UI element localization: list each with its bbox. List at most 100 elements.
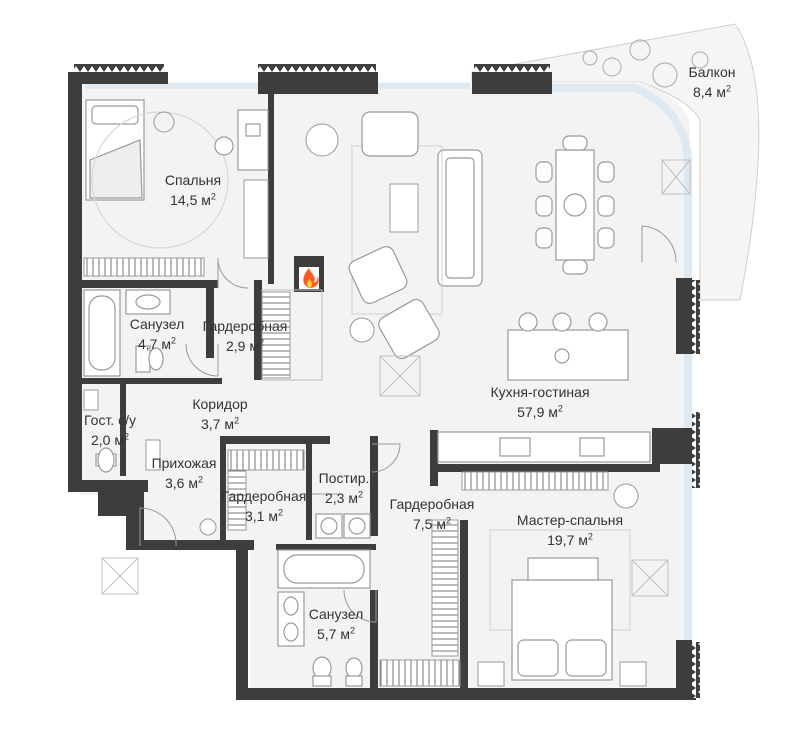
room-area-value: 3,1: [245, 508, 269, 524]
wardrobe-rail: [261, 291, 291, 379]
room-name-corridor: Коридор: [192, 396, 248, 412]
room-area-guest-wc: 2,0 м2: [91, 432, 129, 449]
room-area-bedroom: 14,5 м2: [170, 192, 216, 209]
area-unit: м: [548, 404, 558, 420]
nightstand: [477, 661, 505, 687]
bathtub-icon: [277, 549, 371, 589]
room-area-value: 4,7: [138, 336, 162, 352]
bedroom-cabinet: [243, 179, 269, 259]
room-name-laundry: Постир.: [318, 470, 370, 486]
area-unit-power: 2: [587, 531, 593, 542]
toilet-icon: [135, 345, 164, 373]
room-area-value: 19,7: [547, 532, 579, 548]
room-area-laundry: 2,3 м2: [325, 490, 363, 507]
area-unit-power: 2: [725, 83, 731, 94]
area-unit-power: 2: [557, 403, 563, 414]
wardrobe-rail: [227, 469, 247, 531]
area-unit: м: [578, 532, 588, 548]
balcony-floor: [471, 23, 760, 301]
area-unit: м: [249, 338, 259, 354]
fireplace-icon: [297, 265, 321, 291]
room-name-bedroom: Спальня: [164, 172, 222, 188]
room-area-value: 7,5: [413, 516, 437, 532]
room-area-hall: 3,6 м2: [165, 475, 203, 492]
room-area-bathroom-1: 4,7 м2: [138, 336, 176, 353]
room-area-value: 5,7: [317, 626, 341, 642]
plant-icon: [199, 518, 217, 536]
facade-fins: [98, 490, 126, 516]
sink-icon: [125, 289, 171, 315]
room-area-wardrobe-3: 7,5 м2: [413, 516, 451, 533]
area-unit-power: 2: [233, 415, 239, 426]
room-area-value: 8,4: [693, 84, 717, 100]
coffee-table: [389, 183, 419, 233]
sink-icon: [83, 389, 99, 411]
room-name-wardrobe-2: Гардеробная: [221, 488, 307, 504]
desk-icon: [214, 109, 269, 171]
area-unit: м: [340, 626, 350, 642]
facade-fins: [74, 64, 164, 72]
room-area-value: 2,3: [325, 490, 349, 506]
area-unit-power: 2: [170, 335, 176, 346]
area-unit: м: [716, 84, 726, 100]
area-unit: м: [436, 516, 446, 532]
area-unit: м: [348, 490, 358, 506]
area-unit-power: 2: [445, 515, 451, 526]
nightstand: [619, 661, 647, 687]
room-area-value: 14,5: [170, 192, 202, 208]
room-area-value: 2,0: [91, 432, 115, 448]
plant-icon: [582, 39, 709, 88]
toilet-icon: [312, 656, 363, 687]
area-unit-power: 2: [123, 431, 129, 442]
wardrobe-rail: [379, 659, 461, 687]
dining-table-icon: [535, 135, 615, 275]
facade-fins: [258, 64, 376, 72]
plant-icon: [153, 111, 175, 133]
room-name-bathroom-1: Санузел: [129, 316, 185, 332]
door-icon: [139, 225, 677, 623]
room-area-living-kitchen: 57,9 м2: [517, 404, 563, 421]
facade-fins: [474, 64, 550, 72]
area-unit: м: [188, 475, 198, 491]
area-unit-power: 2: [349, 625, 355, 636]
outer-walls: [68, 72, 696, 700]
armchair-icon: [613, 483, 639, 509]
washer-icon: [315, 513, 371, 539]
area-unit-power: 2: [258, 337, 264, 348]
sink-icon: [277, 591, 305, 647]
area-unit: м: [268, 508, 278, 524]
interior-walls: [82, 94, 660, 688]
wardrobe-rail: [461, 471, 609, 491]
area-unit: м: [201, 192, 211, 208]
armchair-icon: [348, 111, 440, 360]
room-area-balcony: 8,4 м2: [693, 84, 731, 101]
facade-fins: [692, 642, 700, 698]
kitchen-island: [507, 312, 629, 381]
area-unit-power: 2: [357, 489, 363, 500]
facade-fins: [692, 280, 700, 354]
area-unit: м: [161, 336, 171, 352]
wardrobe-rail: [431, 519, 459, 657]
room-area-value: 3,7: [201, 416, 225, 432]
area-unit: м: [114, 432, 124, 448]
area-unit-power: 2: [197, 474, 203, 485]
room-name-living-kitchen: Кухня-гостиная: [490, 384, 590, 400]
room-name-master-bedroom: Мастер-спальня: [516, 512, 624, 528]
rug-icon: [91, 111, 229, 249]
bed-icon: [85, 99, 145, 201]
room-name-balcony: Балкон: [688, 64, 736, 80]
plan-mark: [101, 159, 691, 597]
area-unit-power: 2: [210, 191, 216, 202]
room-area-value: 2,9: [226, 338, 250, 354]
room-name-guest-wc: Гост. с/у: [84, 412, 136, 428]
room-area-master-bedroom: 19,7 м2: [547, 532, 593, 549]
bathtub-icon: [83, 289, 121, 377]
room-name-wardrobe-1: Гардеробная: [202, 318, 288, 334]
facade-fins: [692, 412, 700, 488]
room-name-hall: Прихожая: [151, 455, 217, 471]
plant-icon: [305, 123, 339, 157]
window-icon: [480, 84, 692, 690]
room-area-corridor: 3,7 м2: [201, 416, 239, 433]
wardrobe-rail: [227, 449, 305, 471]
